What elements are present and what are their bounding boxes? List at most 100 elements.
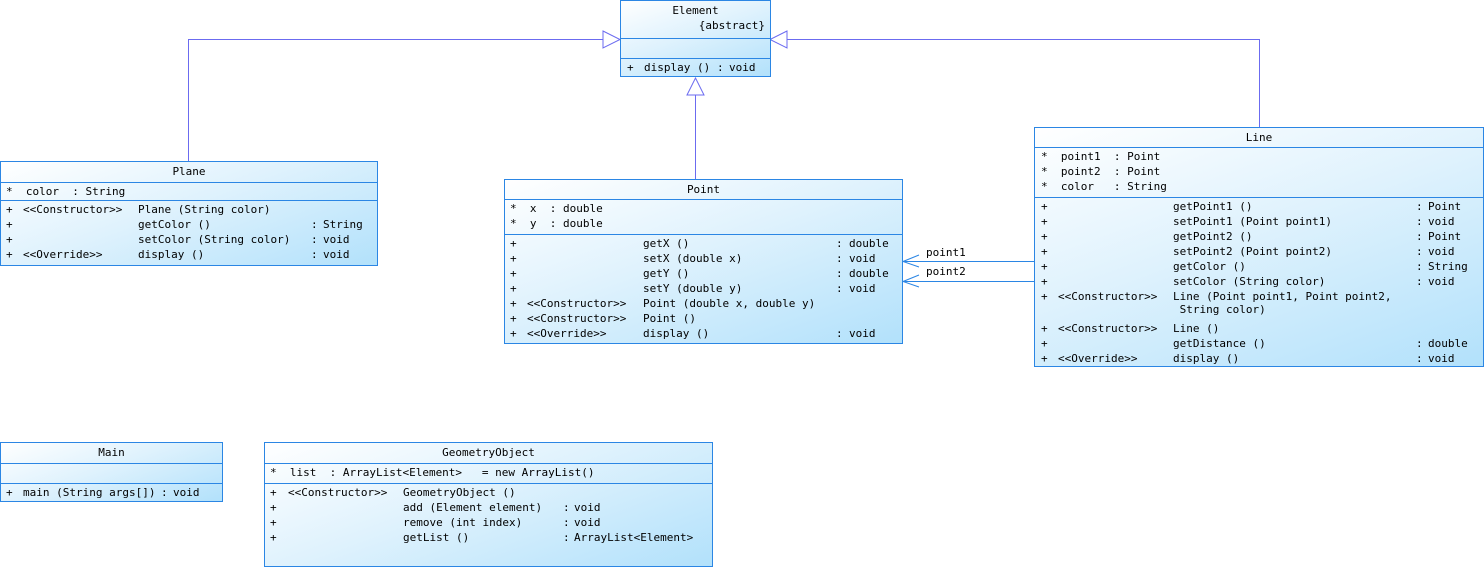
attributes-section <box>621 38 770 58</box>
attribute-row: * y : double <box>510 217 603 230</box>
operation-row: +setColor (String color):void <box>1035 274 1483 289</box>
operation-colon: : <box>1416 260 1423 273</box>
operation-vis: + <box>1041 290 1048 303</box>
operation-name: display () <box>138 248 205 261</box>
operation-colon: : <box>836 252 843 265</box>
class-name: Main <box>98 446 125 459</box>
class-geometry[interactable]: GeometryObject* list : ArrayList<Element… <box>264 442 713 567</box>
class-point[interactable]: Point* x : double* y : double+getX ():do… <box>504 179 903 344</box>
operation-type: void <box>729 61 756 74</box>
operation-row: +getColor ():String <box>1035 259 1483 274</box>
operation-colon: : <box>563 531 570 544</box>
operation-row: +setX (double x):void <box>505 251 902 266</box>
operation-colon: : <box>836 282 843 295</box>
operation-vis: + <box>510 237 517 250</box>
operation-vis: + <box>627 61 634 74</box>
operation-colon: : <box>836 237 843 250</box>
class-line[interactable]: Line* point1 : Point* point2 : Point* co… <box>1034 127 1484 367</box>
operation-type: ArrayList<Element> <box>574 531 694 544</box>
operation-type: Point <box>1428 200 1462 213</box>
operation-colon: : <box>836 327 843 340</box>
operation-vis: + <box>510 312 517 325</box>
class-element[interactable]: Element{abstract}+display ():void <box>620 0 771 77</box>
operation-row: +<<Constructor>>GeometryObject () <box>265 485 712 500</box>
operation-vis: + <box>1041 275 1048 288</box>
operation-type: void <box>849 282 876 295</box>
operation-name: getPoint2 () <box>1173 230 1253 243</box>
class-plane[interactable]: Plane * color : String +<<Constructor>>Pla… <box>0 161 378 266</box>
operation-row: +<<Constructor>>Point () <box>505 311 902 326</box>
operations-section: +main (String args[]):void <box>1 483 222 503</box>
relationship-lines <box>188 30 1260 288</box>
operation-vis: + <box>270 486 277 499</box>
operation-type: void <box>574 516 601 529</box>
operation-vis: + <box>510 297 517 310</box>
operation-vis: + <box>270 501 277 514</box>
operation-type: String <box>323 218 363 231</box>
operation-name: getColor () <box>1173 260 1246 273</box>
generalization-point-element <box>686 76 705 179</box>
operation-name: getColor () <box>138 218 211 231</box>
operation-vis: + <box>1041 337 1048 350</box>
operation-vis: + <box>1041 215 1048 228</box>
operation-colon: : <box>717 61 724 74</box>
operation-name: display () <box>644 61 711 74</box>
operation-vis: + <box>6 486 13 499</box>
attribute-row: * color : String <box>1041 180 1167 193</box>
operation-row: +getPoint1 ():Point <box>1035 199 1483 214</box>
operation-type: void <box>1428 245 1455 258</box>
operation-type: void <box>1428 275 1455 288</box>
class-main[interactable]: Main+main (String args[]):void <box>0 442 223 502</box>
operation-vis: + <box>1041 245 1048 258</box>
association-role-label: point1 <box>926 246 966 259</box>
operation-type: void <box>849 252 876 265</box>
operation-row: +<<Constructor>>Line () <box>1035 321 1483 336</box>
operation-row: +setPoint1 (Point point1):void <box>1035 214 1483 229</box>
operation-type: double <box>849 237 889 250</box>
operation-row: + getList (): ArrayList<Element> <box>265 530 712 545</box>
attribute-row: * list : ArrayList<Element> = new ArrayL… <box>270 466 595 479</box>
attribute-row: * color : String <box>6 185 126 198</box>
operation-name: getList () <box>403 531 470 544</box>
operation-colon: : <box>311 248 318 261</box>
operation-type: void <box>1428 215 1455 228</box>
operations-section: +<<Constructor>>Plane (String color)+get… <box>1 200 377 267</box>
association-role-label: point2 <box>926 265 966 278</box>
operation-vis: + <box>270 531 277 544</box>
class-name: Line <box>1245 131 1273 144</box>
operation-row: +main (String args[]):void <box>1 485 222 500</box>
operation-row: +<<Override>>display ():void <box>505 326 902 341</box>
operation-vis: + <box>6 248 13 261</box>
operations-section: + display (): void <box>621 58 770 78</box>
operation-name: Point () <box>643 312 696 325</box>
operation-name: getDistance () <box>1173 337 1266 350</box>
operation-colon: : <box>1416 245 1423 258</box>
generalization-plane-element <box>188 30 622 161</box>
class-header: Plane <box>1 162 377 182</box>
operation-vis: + <box>1041 352 1048 365</box>
association-point1 <box>901 254 1034 268</box>
operation-name: add (Element element) <box>403 501 543 514</box>
operation-row: +getY ():double <box>505 266 902 281</box>
operation-name: setColor (String color) <box>138 233 291 246</box>
generalization-line-element <box>768 30 1260 127</box>
operation-type: void <box>323 248 350 261</box>
operation-stereo: <<Override>> <box>1058 352 1138 365</box>
operation-row: +getX ():double <box>505 236 902 251</box>
operation-name: Point (double x, double y) <box>643 297 816 310</box>
operation-name: getPoint1 () <box>1173 200 1253 213</box>
operation-row: +getColor ():String <box>1 217 377 232</box>
operation-vis: + <box>510 327 517 340</box>
operation-colon: : <box>161 486 168 499</box>
operation-vis: + <box>6 218 13 231</box>
class-name: Element <box>672 4 719 17</box>
operation-vis: + <box>510 282 517 295</box>
operation-name: Line (Point point1, Point point2, String… <box>1173 290 1392 316</box>
class-header: Main <box>1 443 222 463</box>
operation-type: Point <box>1428 230 1462 243</box>
class-header: Point <box>505 180 902 199</box>
attributes-section: * color : String <box>1 182 377 200</box>
class-name: Plane <box>172 165 206 178</box>
operation-name: main (String args[]) <box>23 486 156 499</box>
class-header: Line <box>1035 128 1483 147</box>
